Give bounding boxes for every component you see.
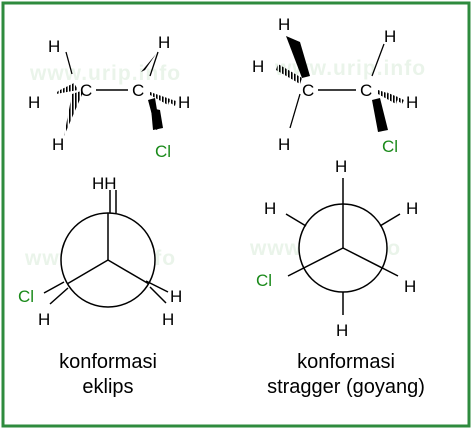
chlorine-atom: Cl (155, 142, 171, 161)
staggered-caption-line1: konformasi (297, 351, 395, 373)
carbon-atom: C (80, 81, 92, 100)
eclipsed-caption-line1: konformasi (59, 351, 157, 373)
hydrogen-atom: H (278, 135, 290, 154)
hydrogen-atom: H (38, 310, 50, 329)
eclipsed-wedge-structure: H H H C C H H Cl (28, 33, 190, 161)
hydrogen-atom: H (28, 93, 40, 112)
hydrogen-atom: H (335, 157, 347, 176)
hydrogen-atom: H (252, 57, 264, 76)
staggered-caption-line2: stragger (goyang) (267, 376, 425, 398)
staggered-newman-projection: H H H Cl H H (256, 157, 418, 340)
hydrogen-pair: HH (92, 174, 117, 193)
carbon-atom: C (360, 81, 372, 100)
hydrogen-atom: H (264, 199, 276, 218)
hydrogen-atom: H (170, 287, 182, 306)
carbon-atom: C (132, 81, 144, 100)
chlorine-atom: Cl (18, 287, 34, 306)
hydrogen-atom: H (406, 93, 418, 112)
chlorine-atom: Cl (382, 137, 398, 156)
hydrogen-atom: H (336, 321, 348, 340)
hydrogen-atom: H (178, 93, 190, 112)
chlorine-atom: Cl (256, 271, 272, 290)
watermark: www.urip.info (274, 57, 426, 80)
hydrogen-atom: H (158, 33, 170, 52)
staggered-wedge-structure: H H H C C H H Cl (252, 15, 418, 156)
eclipsed-caption-line2: eklips (82, 376, 133, 398)
hydrogen-atom: H (162, 310, 174, 329)
hydrogen-atom: H (48, 37, 60, 56)
carbon-atom: C (302, 81, 314, 100)
watermark: www.urip.info (29, 62, 181, 85)
hydrogen-atom: H (406, 199, 418, 218)
hydrogen-atom: H (404, 277, 416, 296)
eclipsed-newman-projection: HH Cl H H H (18, 174, 182, 329)
hydrogen-atom: H (52, 135, 64, 154)
hydrogen-atom: H (384, 27, 396, 46)
hydrogen-atom: H (278, 15, 290, 34)
